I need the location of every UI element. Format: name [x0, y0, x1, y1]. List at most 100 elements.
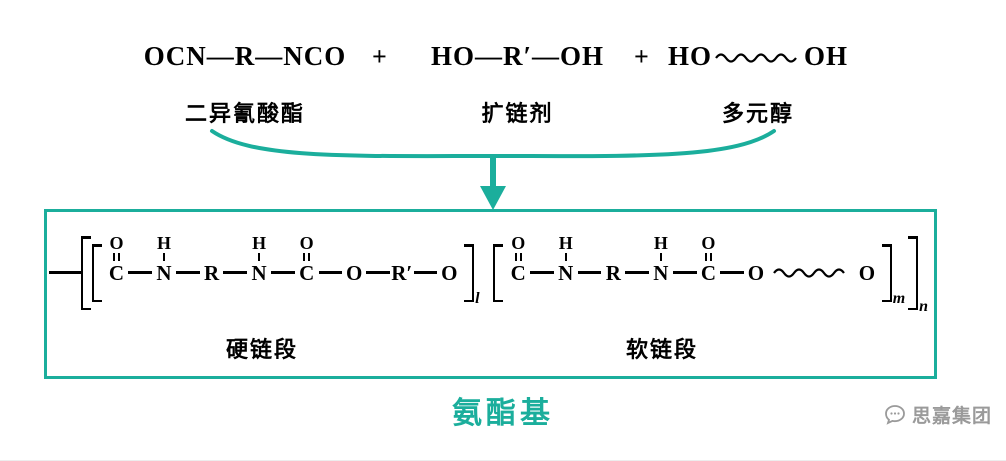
brand-watermark: 思嘉集团 [883, 401, 992, 428]
bond-link [270, 234, 295, 285]
hard-segment-label: 硬链段 [225, 337, 298, 362]
bond-link [318, 234, 343, 285]
chain-atom: O [742, 234, 770, 285]
squiggle-bond-icon [715, 53, 797, 63]
bond-link [720, 234, 744, 285]
brand-logo-icon [885, 404, 905, 425]
atom-symbol: O [858, 261, 876, 285]
plus-sign: + [372, 42, 387, 71]
single-bond-icon [163, 252, 165, 261]
bracket-open [91, 244, 103, 302]
segment-gap [482, 234, 494, 285]
atom-symbol: R [203, 261, 220, 285]
bond-wrap [564, 252, 567, 261]
atom-symbol: N [558, 261, 574, 285]
bond-link [672, 234, 697, 285]
repeat-subscript: m [892, 290, 906, 307]
bond-link [223, 234, 248, 285]
bond-wrap [514, 252, 522, 261]
chain-atom: R [198, 234, 226, 285]
bond-wrap [704, 252, 712, 261]
chain-atom: R′ [388, 234, 416, 285]
reactant-polyol: HO OH 多元醇 [666, 40, 850, 128]
polyol-prefix: HO [667, 40, 712, 71]
atom-symbol: N [251, 261, 267, 285]
chain-atom: O [853, 234, 881, 285]
atom-top-label: H [653, 233, 668, 253]
bond-link [49, 234, 83, 285]
double-bond-icon [112, 252, 120, 261]
atom-symbol: R′ [391, 261, 413, 285]
bond-wrap [659, 252, 662, 261]
atom-top-label: H [252, 233, 267, 253]
bond-wrap [303, 252, 311, 261]
bond-link [128, 234, 152, 285]
polyol-formula: HO OH [668, 40, 848, 72]
bond-link [530, 234, 554, 285]
bond-link [366, 234, 390, 285]
brand-name: 思嘉集团 [911, 406, 992, 427]
bracket-close [881, 244, 892, 302]
chain-extender-formula: HO—R′—OH [430, 40, 605, 71]
bracket-close [907, 236, 919, 310]
chain-atom: O [340, 234, 368, 285]
bracket-open [80, 236, 92, 310]
atom-symbol: R [605, 261, 621, 285]
double-bond-icon [514, 252, 522, 261]
polyol-suffix: OH [804, 40, 849, 71]
bracket-close [463, 244, 475, 302]
atom-symbol: C [108, 261, 125, 285]
atom-symbol: N [653, 261, 669, 285]
squiggle-bond-icon [770, 234, 853, 285]
repeat-subscript: l [475, 290, 480, 307]
atom-symbol: O [747, 261, 765, 285]
atom-symbol: O [346, 261, 363, 285]
atom-top-label: O [109, 233, 124, 253]
repeat-subscript: n [919, 298, 928, 315]
reactant-diisocyanate: OCN—R—NCO 二异氰酸酯 [130, 40, 360, 128]
atom-top-label: H [558, 233, 573, 253]
diisocyanate-label: 二异氰酸酯 [184, 101, 305, 126]
diisocyanate-formula: OCN—R—NCO [143, 40, 347, 71]
atom-symbol: N [156, 261, 172, 285]
soft-segment-label: 软链段 [625, 337, 698, 362]
bond-link [413, 234, 438, 285]
polyol-label: 多元醇 [721, 101, 794, 126]
bond-wrap [112, 252, 120, 261]
single-bond-icon [258, 252, 261, 261]
atom-symbol: C [510, 261, 526, 285]
atom-top-label: O [511, 233, 526, 253]
double-bond-icon [303, 252, 311, 261]
atom-top-label: O [299, 233, 314, 253]
atom-symbol: O [441, 261, 458, 285]
bond-link [577, 234, 602, 285]
chain-extender-label: 扩链剂 [481, 101, 554, 126]
chain-atom: O [435, 234, 463, 285]
atom-top-label: H [157, 233, 172, 253]
bond-wrap [163, 252, 165, 261]
reactant-chain-extender: HO—R′—OH 扩链剂 [430, 40, 605, 128]
bracket-open [493, 244, 504, 302]
bond-link [625, 234, 649, 285]
plus-sign: + [634, 42, 649, 71]
single-bond-icon [564, 252, 567, 261]
single-bond-icon [659, 252, 662, 261]
chain-atom: R [599, 234, 627, 285]
atom-top-label: O [701, 233, 716, 253]
atom-symbol: C [299, 261, 315, 285]
bond-link [175, 234, 200, 285]
bond-wrap [258, 252, 261, 261]
urethane-group-caption: 氨酯基 [452, 397, 554, 430]
combine-brace-arrow-icon [210, 129, 776, 210]
